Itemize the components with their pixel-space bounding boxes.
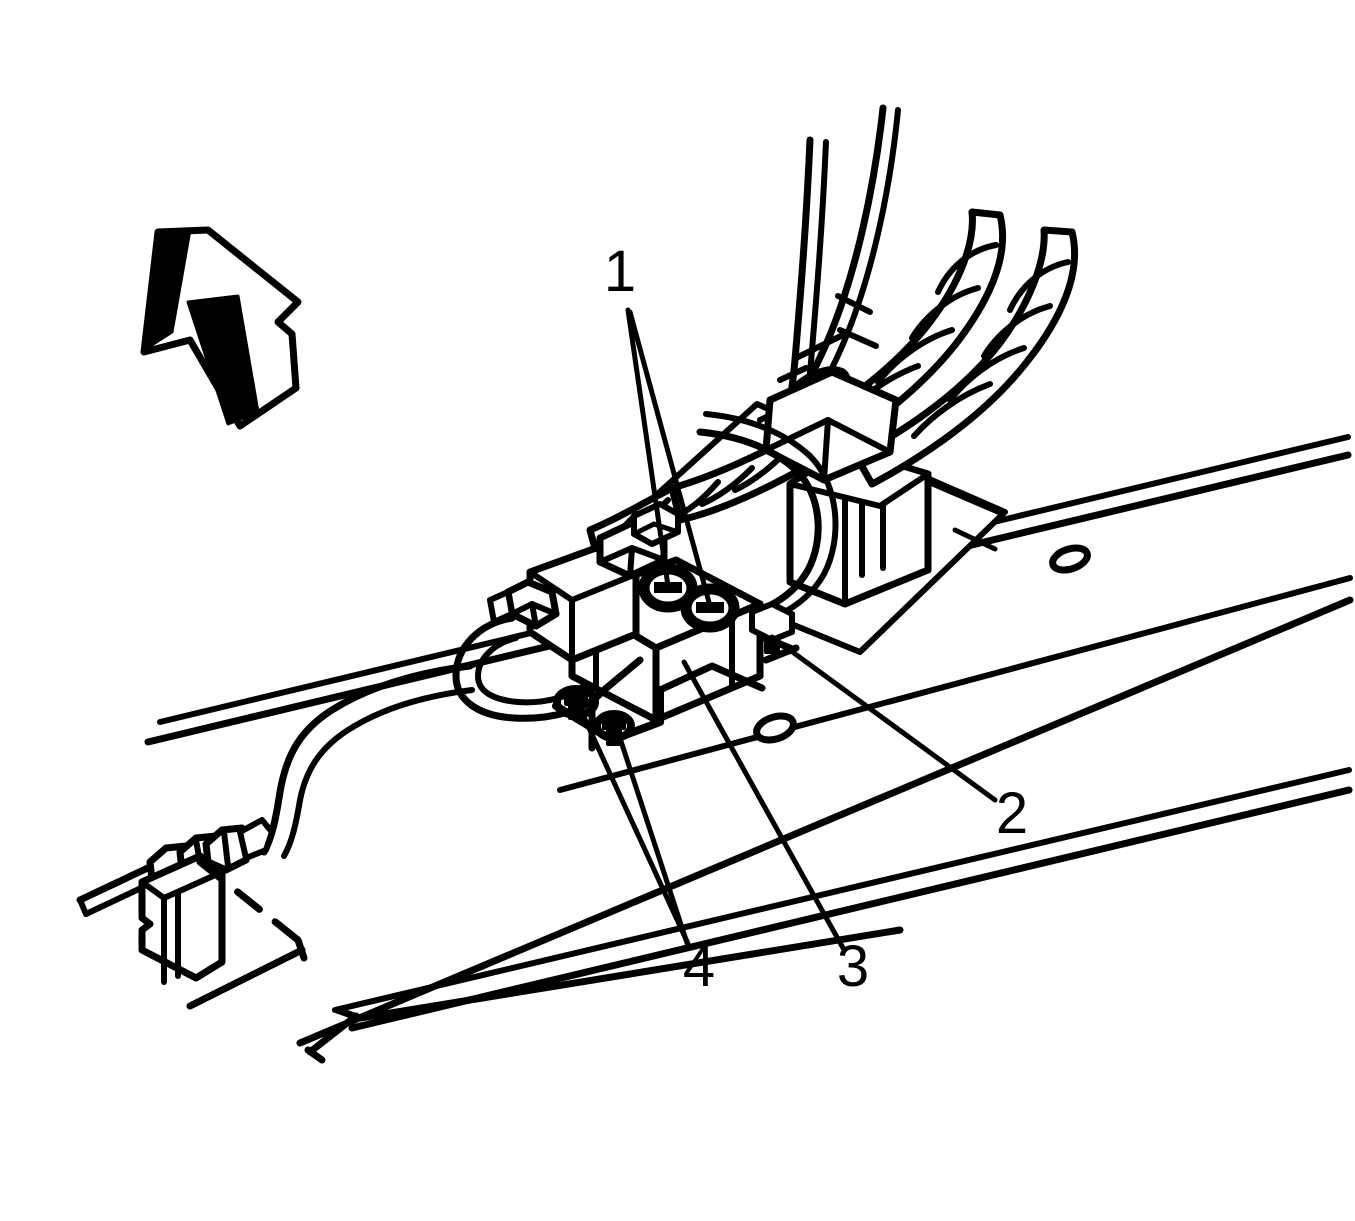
rail-slot-group <box>753 544 1091 744</box>
leader-3 <box>681 659 846 951</box>
callout-leader-lines <box>575 307 998 951</box>
conduit-ribs-b <box>911 259 1071 439</box>
leader-2 <box>769 634 998 803</box>
leader-1b <box>627 309 713 609</box>
leader-4a <box>575 701 693 951</box>
down-left-thin-arrow <box>304 926 904 1064</box>
leader-1a <box>625 307 671 589</box>
callout-label-1: 1 <box>604 239 636 304</box>
callout-label-4: 4 <box>683 934 715 999</box>
brake-line <box>260 662 475 859</box>
rail-slot <box>1049 544 1091 574</box>
left-module-body <box>487 544 640 664</box>
inline-connector <box>76 817 308 1010</box>
leader-4b <box>613 723 691 949</box>
callout-label-group: 1 2 3 4 <box>604 239 1028 999</box>
rail-slot <box>753 712 797 744</box>
callout-label-3: 3 <box>837 934 869 999</box>
up-left-block-arrow <box>140 226 302 430</box>
callout-label-2: 2 <box>996 781 1028 846</box>
hidden-line-footprint <box>186 858 308 1010</box>
